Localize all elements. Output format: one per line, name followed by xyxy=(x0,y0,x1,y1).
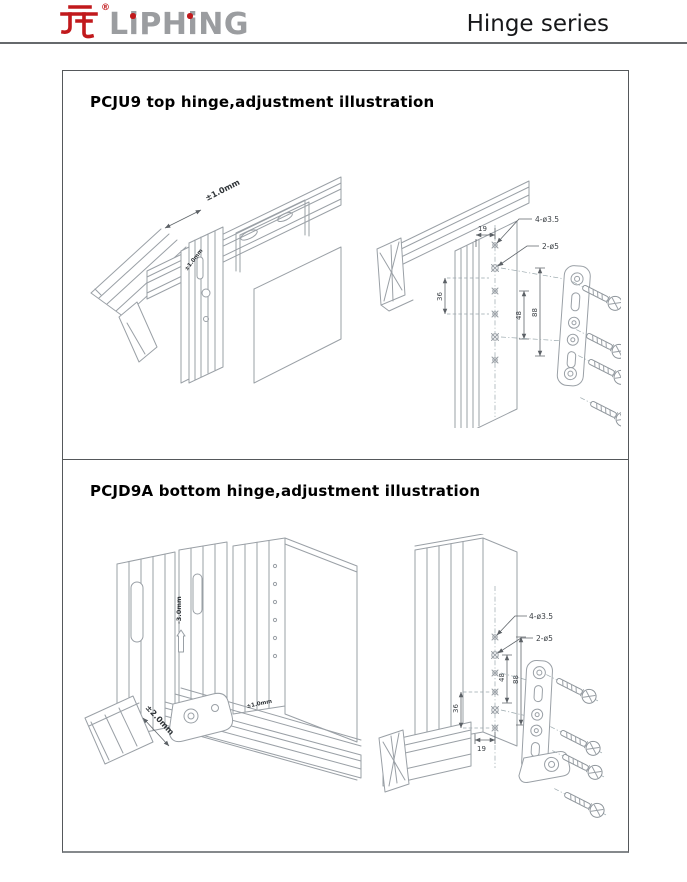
screw-icon xyxy=(580,397,621,427)
screws xyxy=(546,674,607,818)
brand-i-dot xyxy=(130,13,136,19)
dim-19: 19 xyxy=(477,745,486,753)
screw-icon xyxy=(578,355,621,385)
screw-icon xyxy=(546,674,599,704)
bottom-hinge-assembly-drawing: -3.0mm ±2.0mm ±1.0mm xyxy=(84,537,362,781)
vertical-adjust-label: -3.0mm xyxy=(175,596,183,624)
panel-bottom-hinge: PCJD9A bottom hinge,adjustment illustrat… xyxy=(62,459,629,853)
dim-pin-holes: 2-ø5 xyxy=(542,242,559,251)
brand-i-dot xyxy=(187,13,193,19)
mullion-profile xyxy=(454,220,518,428)
screw-icon xyxy=(576,329,621,359)
dim-screw-holes: 4-ø3.5 xyxy=(529,612,553,621)
frame-profile xyxy=(146,176,342,384)
hinge-body xyxy=(180,226,224,384)
dim-36: 36 xyxy=(436,292,444,301)
frame-jamb-profile xyxy=(414,534,518,747)
top-hinge-assembly-drawing: ±1.0mm ±1.0mm xyxy=(90,176,342,384)
dim-48: 48 xyxy=(498,673,506,682)
registered-mark: ® xyxy=(101,3,110,13)
panel-top-hinge: PCJU9 top hinge,adjustment illustration xyxy=(62,70,629,460)
up-arrow-icon xyxy=(176,629,186,653)
hinge-leaf xyxy=(556,265,591,387)
dimensions: 19 4-ø3.5 2-ø5 36 48 88 xyxy=(436,215,559,357)
screw-icon xyxy=(554,788,607,818)
bottom-hinge-drilling-drawing: 4-ø3.5 2-ø5 48 88 36 19 xyxy=(378,534,607,818)
logo-mark-icon xyxy=(60,5,98,39)
dim-screw-holes: 4-ø3.5 xyxy=(535,215,559,224)
panel-top-title: PCJU9 top hinge,adjustment illustration xyxy=(90,93,435,111)
screw-icon xyxy=(552,750,605,780)
lateral-adjust-label: ±1.0mm xyxy=(246,699,273,710)
frame-head-profile xyxy=(376,180,530,312)
hinge-leaf xyxy=(518,660,571,783)
dim-19: 19 xyxy=(478,225,487,233)
hole-pattern xyxy=(491,225,499,417)
dimensions: 4-ø3.5 2-ø5 48 88 36 19 xyxy=(452,612,553,753)
sash-profile-right xyxy=(178,541,228,727)
bottom-rail-profile xyxy=(378,721,472,793)
dim-48: 48 xyxy=(515,311,523,320)
sash-profile xyxy=(90,228,195,363)
sash-profile-left xyxy=(116,551,176,739)
top-hinge-drilling-drawing: 19 4-ø3.5 2-ø5 36 48 88 xyxy=(376,180,621,428)
header-divider xyxy=(0,42,687,44)
dim-88: 88 xyxy=(531,308,539,317)
panel-bottom-title: PCJD9A bottom hinge,adjustment illustrat… xyxy=(90,482,481,500)
dim-pin-holes: 2-ø5 xyxy=(536,634,553,643)
screw-icon xyxy=(550,726,603,756)
pivot-bracket xyxy=(518,751,571,783)
hinge-bracket xyxy=(168,692,234,743)
page-title: Hinge series xyxy=(466,11,609,37)
screws xyxy=(572,281,621,427)
dim-36: 36 xyxy=(452,704,460,713)
dim-88: 88 xyxy=(512,675,520,684)
brand-logo: ® LiPHiNG xyxy=(57,3,297,43)
screw-icon xyxy=(572,281,621,311)
adjust-label: ±1.0mm xyxy=(204,178,242,203)
frame-jamb-profile xyxy=(232,537,358,743)
brand-name: LiPHiNG xyxy=(109,7,250,42)
